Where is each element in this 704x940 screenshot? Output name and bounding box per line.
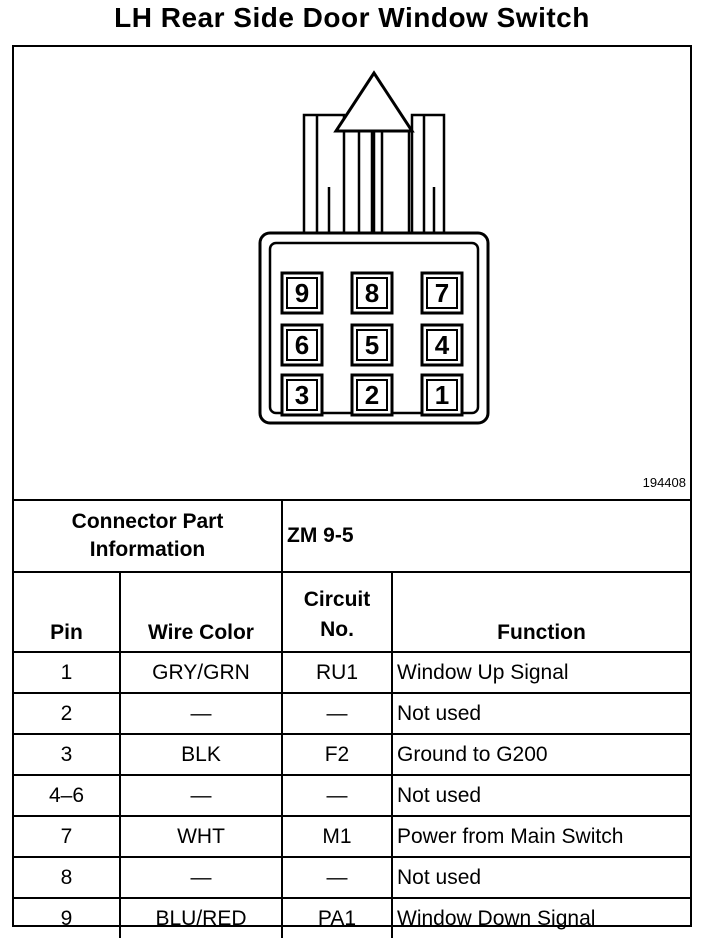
pin-cavity: 9 bbox=[280, 271, 324, 315]
pin-number: 2 bbox=[365, 380, 379, 410]
wire-color-cell: — bbox=[119, 856, 283, 899]
wire-color-cell: WHT bbox=[119, 815, 283, 858]
pin-number: 4 bbox=[435, 330, 450, 360]
header-circuit-label: Circuit No. bbox=[303, 588, 371, 641]
pin-cell: 4–6 bbox=[14, 774, 121, 817]
pin-number: 7 bbox=[435, 278, 449, 308]
header-pin: Pin bbox=[14, 571, 121, 653]
function-cell: Not used bbox=[391, 856, 690, 899]
wire-color-cell: — bbox=[119, 774, 283, 817]
table-row: 2——Not used bbox=[14, 692, 690, 735]
wire-color-cell: BLK bbox=[119, 733, 283, 776]
connector-info-value: ZM 9-5 bbox=[281, 501, 690, 573]
pin-number: 3 bbox=[295, 380, 309, 410]
pin-cell: 3 bbox=[14, 733, 121, 776]
circuit-cell: — bbox=[281, 774, 393, 817]
pin-cavity: 1 bbox=[420, 373, 464, 417]
circuit-cell: F2 bbox=[281, 733, 393, 776]
pin-cavity: 5 bbox=[350, 323, 394, 367]
pin-cavity: 8 bbox=[350, 271, 394, 315]
circuit-cell: — bbox=[281, 692, 393, 735]
function-cell: Power from Main Switch bbox=[391, 815, 690, 858]
pin-grid: 9 8 7 6 5 4 3 2 1 bbox=[280, 271, 464, 417]
pin-cell: 9 bbox=[14, 897, 121, 938]
circuit-cell: RU1 bbox=[281, 652, 393, 694]
pin-number: 6 bbox=[295, 330, 309, 360]
pin-cell: 1 bbox=[14, 652, 121, 694]
pin-cavity: 2 bbox=[350, 373, 394, 417]
header-circuit: Circuit No. bbox=[281, 571, 393, 653]
pin-number: 9 bbox=[295, 278, 309, 308]
pin-cavity: 6 bbox=[280, 323, 324, 367]
pin-number: 1 bbox=[435, 380, 449, 410]
pin-number: 8 bbox=[365, 278, 379, 308]
pin-cell: 2 bbox=[14, 692, 121, 735]
table-row: 4–6——Not used bbox=[14, 774, 690, 817]
table-header: Pin Wire Color Circuit No. Function bbox=[14, 571, 690, 653]
pin-cell: 7 bbox=[14, 815, 121, 858]
function-cell: Ground to G200 bbox=[391, 733, 690, 776]
function-cell: Not used bbox=[391, 774, 690, 817]
connector-info-row: Connector Part Information ZM 9-5 bbox=[14, 501, 690, 573]
reference-number: 194408 bbox=[642, 475, 686, 490]
pin-cavity: 3 bbox=[280, 373, 324, 417]
function-cell: Not used bbox=[391, 692, 690, 735]
header-wire-color: Wire Color bbox=[119, 571, 283, 653]
function-cell: Window Up Signal bbox=[391, 652, 690, 694]
wire-color-cell: GRY/GRN bbox=[119, 652, 283, 694]
wire-color-cell: — bbox=[119, 692, 283, 735]
header-function: Function bbox=[391, 571, 690, 653]
page-title: LH Rear Side Door Window Switch bbox=[114, 2, 590, 33]
pin-cavity: 4 bbox=[420, 323, 464, 367]
pin-cell: 8 bbox=[14, 856, 121, 899]
orientation-arrow bbox=[333, 70, 415, 133]
circuit-cell: — bbox=[281, 856, 393, 899]
pin-number: 5 bbox=[365, 330, 379, 360]
function-cell: Window Down Signal bbox=[391, 897, 690, 938]
connector-drawing: 9 8 7 6 5 4 3 2 1 bbox=[258, 70, 490, 425]
circuit-cell: M1 bbox=[281, 815, 393, 858]
circuit-cell: PA1 bbox=[281, 897, 393, 938]
wire-color-cell: BLU/RED bbox=[119, 897, 283, 938]
connector-info-label: Connector Part Information bbox=[14, 501, 283, 573]
pin-cavity: 7 bbox=[420, 271, 464, 315]
table-row: 8——Not used bbox=[14, 856, 690, 899]
connector-diagram: 9 8 7 6 5 4 3 2 1 194408 bbox=[14, 47, 690, 501]
pinout-table: Connector Part Information ZM 9-5 Pin Wi… bbox=[14, 501, 690, 938]
